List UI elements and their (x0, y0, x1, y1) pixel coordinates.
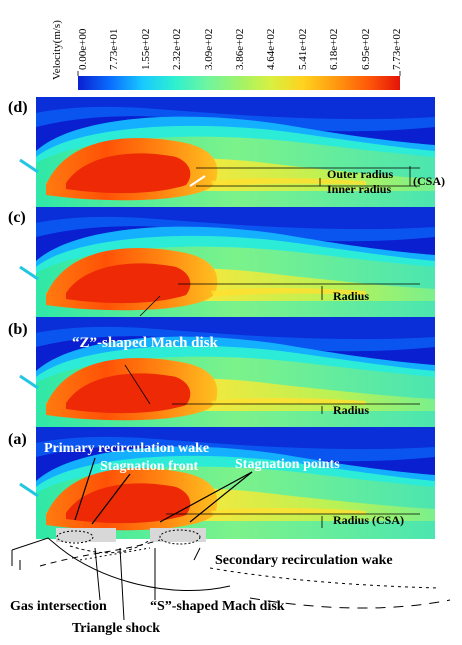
colorbar-tick-label: 1.55e+02 (139, 28, 152, 70)
primary-recirculation-wake-label: Primary recirculation wake (44, 441, 210, 456)
colorbar-tick-label: 6.18e+02 (328, 28, 341, 70)
colorbar-tick-label: 0.00e+00 (77, 28, 89, 70)
colorbar-tick-label: 3.86e+02 (234, 28, 246, 70)
panel-a-tag: (a) (8, 431, 27, 448)
s-mach-disk-label: “S”-shaped Mach disk (150, 599, 285, 614)
inner-radius-label: Inner radius (327, 182, 392, 196)
colorbar-tick-label: 4.64e+02 (265, 28, 278, 70)
colorbar-tick-label: 5.41e+02 (296, 28, 309, 70)
panel-b-tag: (b) (8, 321, 28, 338)
panel-d-tag: (d) (8, 99, 28, 116)
colorbar-tick-label: 7.73e+01 (108, 28, 121, 70)
gas-intersection-label: Gas intersection (10, 599, 107, 614)
colorbar-tick-label: 6.95e+02 (359, 28, 372, 70)
z-mach-disk-label: “Z”-shaped Mach disk (72, 335, 218, 351)
schematic (11, 528, 451, 621)
triangle-shock-label: Triangle shock (72, 621, 161, 636)
outer-radius-label: Outer radius (327, 167, 394, 181)
secondary-recirculation-wake-label: Secondary recirculation wake (215, 553, 393, 568)
csa-label: (CSA) (413, 174, 445, 188)
colorbar-tick-label: 2.32e+02 (171, 28, 184, 70)
colorbar-title: Velocity(m/s) (51, 20, 63, 80)
panel-c-field (36, 207, 435, 319)
colorbar-tick-label: 3.09e+02 (202, 28, 215, 70)
radius-label-c: Radius (333, 289, 370, 303)
stagnation-points-label: Stagnation points (235, 457, 340, 472)
panel-b-field (36, 317, 435, 429)
radius-label-b: Radius (333, 403, 370, 417)
colorbar (78, 76, 400, 90)
colorbar-tick-label: 7.73e+02 (391, 28, 403, 70)
panel-c-tag: (c) (8, 209, 26, 226)
radius-csa-label: Radius (CSA) (333, 513, 405, 527)
panel-a-pointers (74, 457, 253, 525)
stagnation-front-label: Stagnation front (100, 459, 199, 474)
